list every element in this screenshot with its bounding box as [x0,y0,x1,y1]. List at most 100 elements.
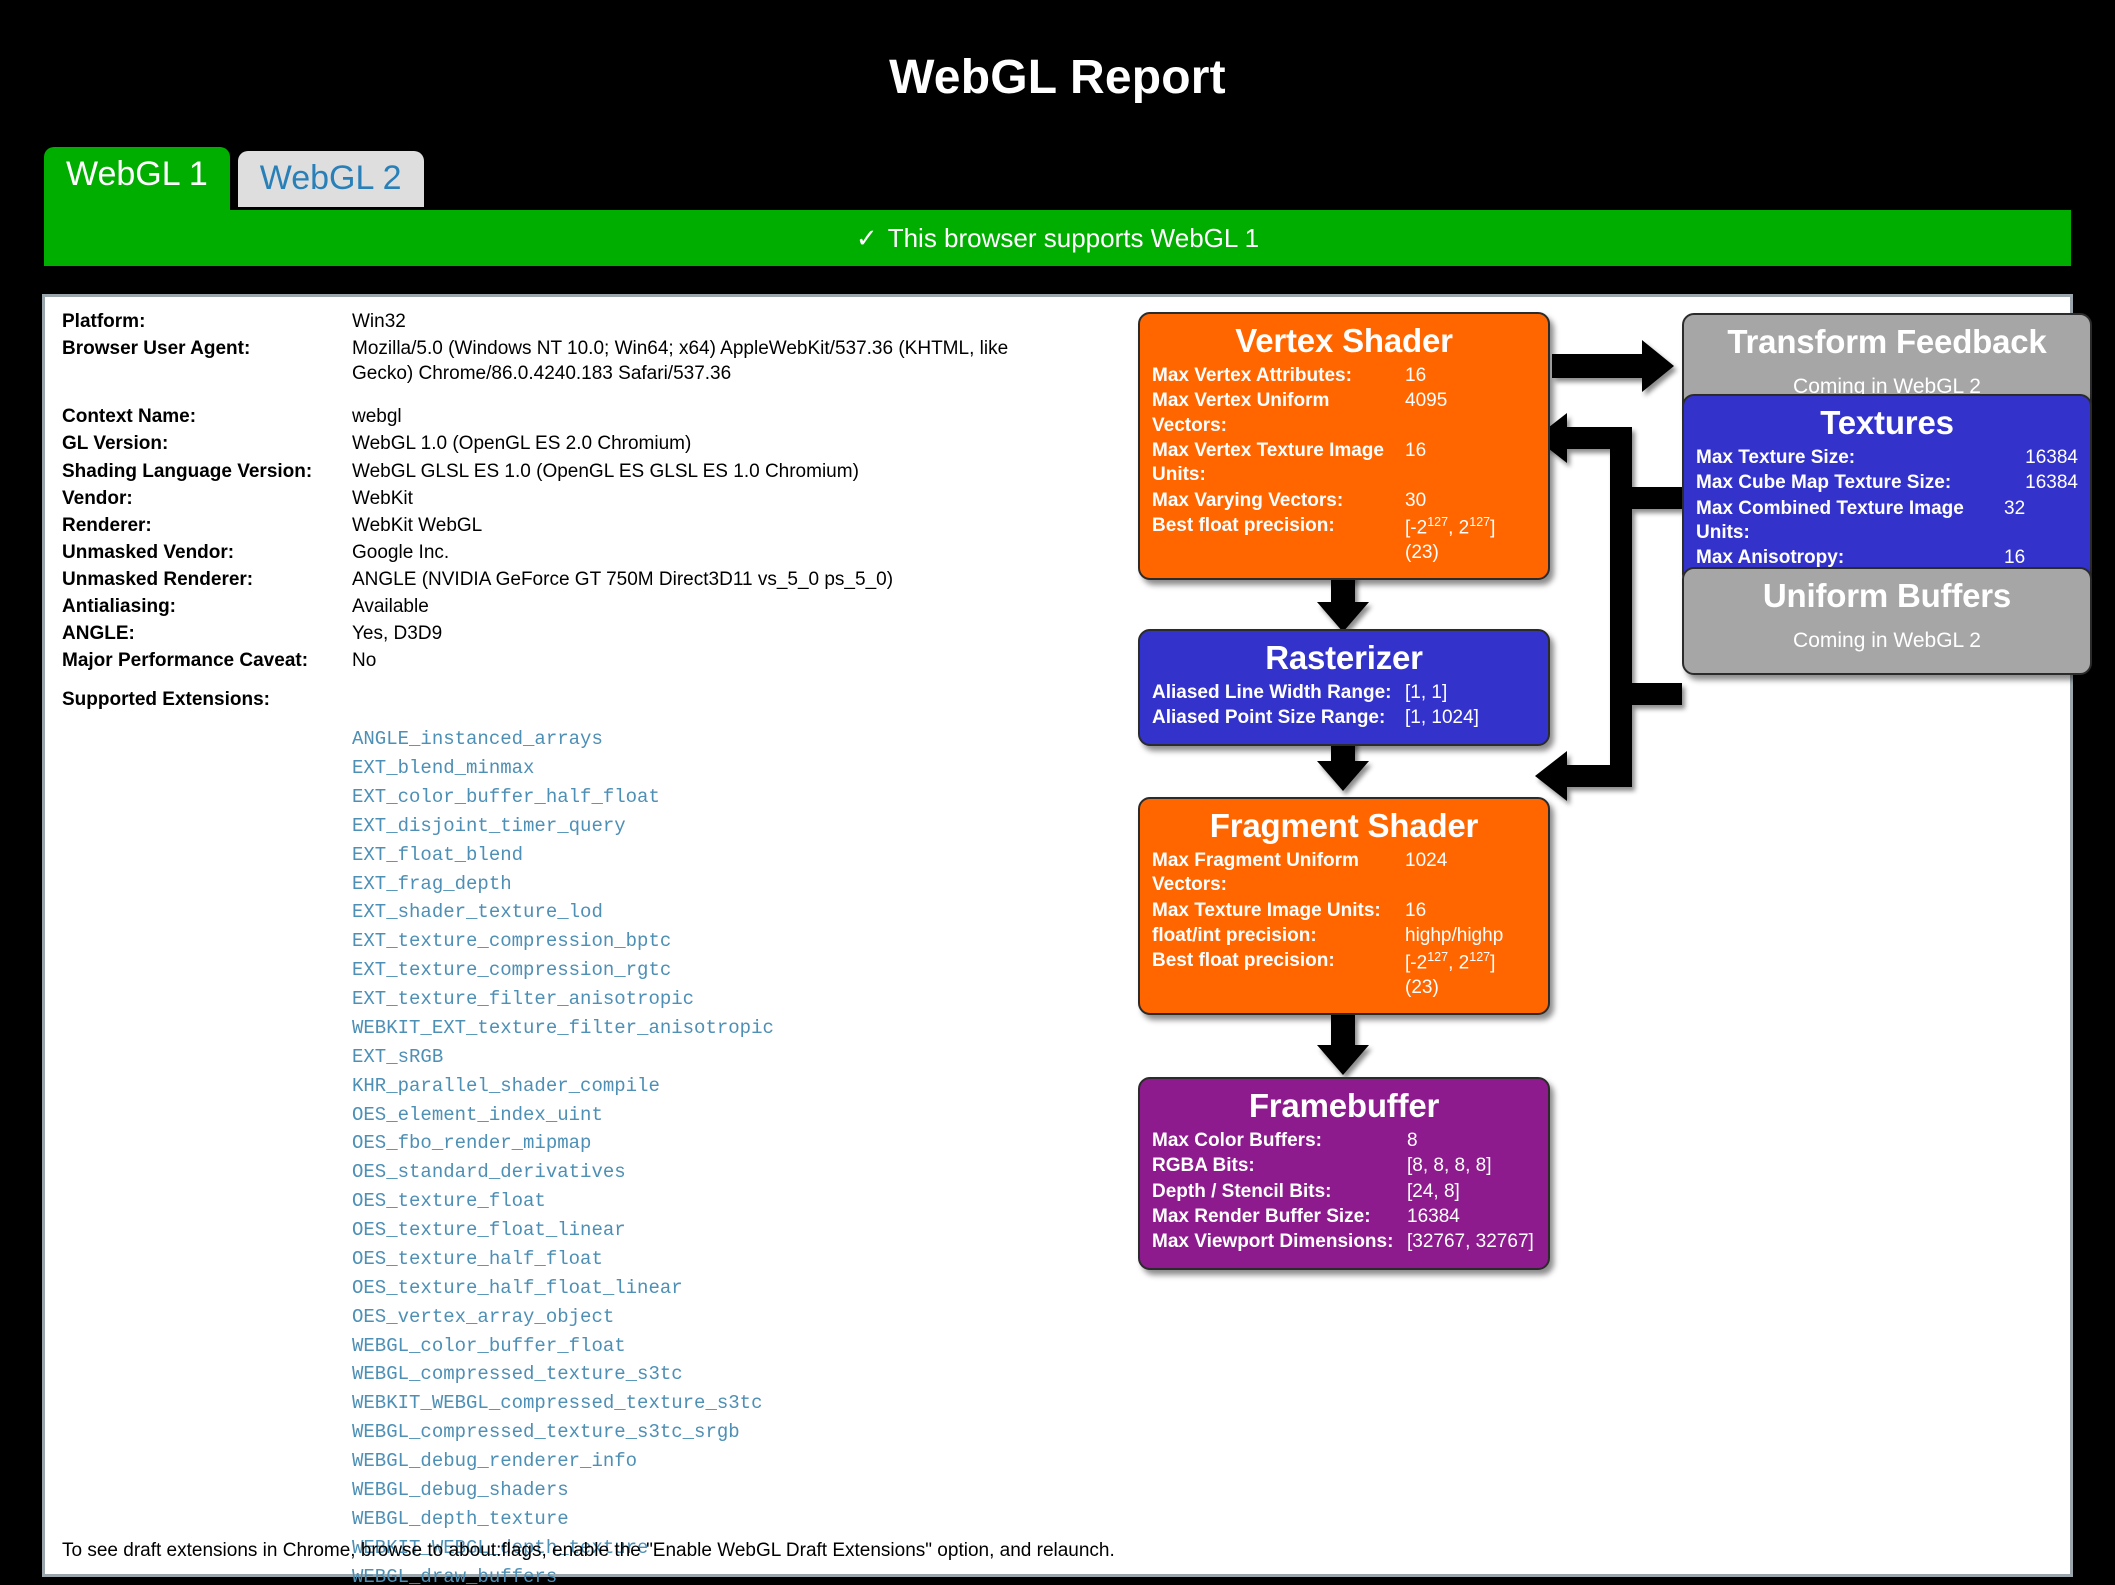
param-row: Max Anisotropy: 16 [1696,546,2078,570]
node-note: Coming in WebGL 2 [1793,629,1981,653]
arrow-fragment-to-framebuffer [1317,1015,1369,1076]
param-value: [-2127, 2127](23) [1405,950,1496,999]
extension-item: EXT_float_blend [352,843,524,866]
info-key: Shading Language Version: [62,460,313,482]
info-value: Yes, D3D9 [352,623,443,645]
param-value: [1, 1024] [1405,707,1479,729]
info-value: Available [352,595,429,617]
node-rasterizer: Rasterizer Aliased Line Width Range: [1,… [1138,629,1550,746]
param-row: Aliased Point Size Range: [1, 1024] [1152,706,1536,730]
extension-item: OES_texture_half_float_linear [352,1276,683,1299]
info-value: WebKit [352,487,413,509]
extension-item: WEBKIT_WEBGL_compressed_texture_s3tc [352,1392,763,1415]
support-banner: ✓ This browser supports WebGL 1 [44,210,2071,267]
extension-item: EXT_texture_filter_anisotropic [352,988,695,1011]
info-row: Antialiasing: Available [62,594,1062,619]
extension-item: EXT_texture_compression_bptc [352,930,672,953]
tab-webgl-2[interactable]: WebGL 2 [237,151,424,207]
param-value: 16 [1405,440,1427,462]
node-title: Framebuffer [1248,1087,1440,1125]
param-value: 16 [2004,547,2026,569]
param-key: Max Render Buffer Size: [1152,1206,1371,1228]
extension-item: OES_fbo_render_mipmap [352,1132,592,1155]
extension-item: EXT_texture_compression_rgtc [352,959,672,982]
extension-item: ANGLE_instanced_arrays [352,728,603,751]
param-row: float/int precision: highp/highp [1152,924,1536,948]
param-row: Aliased Line Width Range: [1, 1] [1152,681,1536,705]
info-row: Browser User Agent: Mozilla/5.0 (Windows… [62,336,1062,386]
param-value: highp/highp [1405,925,1504,947]
extension-item: OES_vertex_array_object [352,1305,615,1328]
extension-item: WEBGL_compressed_texture_s3tc_srgb [352,1421,740,1444]
tab-bar: WebGL 1 WebGL 2 [44,147,424,211]
info-key: GL Version: [62,433,169,455]
info-row: Unmasked Renderer: ANGLE (NVIDIA GeForce… [62,567,1062,592]
param-key: Best float precision: [1152,950,1335,972]
report-panel: Platform: Win32 Browser User Agent: Mozi… [42,294,2092,1585]
info-row: Shading Language Version: WebGL GLSL ES … [62,459,1062,484]
info-value: WebGL 1.0 (OpenGL ES 2.0 Chromium) [352,433,692,455]
webgl-report-page: WebGL Report WebGL 1 WebGL 2 ✓ This brow… [0,32,2115,1585]
extension-item: WEBGL_color_buffer_float [352,1334,626,1357]
param-row: Max Cube Map Texture Size: 16384 [1696,471,2078,495]
param-row: Max Vertex Texture Image Units: 16 [1152,439,1536,488]
param-key: Max Color Buffers: [1152,1130,1322,1152]
param-value: 16384 [2025,447,2078,469]
param-key: Max Combined Texture Image Units: [1696,497,1964,544]
info-row: GL Version: WebGL 1.0 (OpenGL ES 2.0 Chr… [62,431,1062,456]
param-row: Max Viewport Dimensions: [32767, 32767] [1152,1230,1536,1254]
param-key: Max Viewport Dimensions: [1152,1231,1394,1253]
info-row: Vendor: WebKit [62,486,1062,511]
info-value: WebKit WebGL [352,514,483,536]
param-row: Max Vertex Attributes: 16 [1152,364,1536,388]
arrowhead-to-vertex-shader [1535,413,1632,464]
param-row: RGBA Bits: [8, 8, 8, 8] [1152,1154,1536,1178]
param-value: [1, 1] [1405,682,1448,704]
arrow-rasterizer-to-fragment [1317,721,1369,792]
node-fragment-shader: Fragment Shader Max Fragment Uniform Vec… [1138,797,1550,1016]
info-row: Renderer: WebKit WebGL [62,513,1062,538]
draft-extensions-footnote: To see draft extensions in Chrome, brows… [62,1540,1115,1562]
param-key: Max Texture Size: [1696,447,1856,469]
param-value: 8 [1407,1130,1418,1152]
info-row: ANGLE: Yes, D3D9 [62,621,1062,646]
node-title: Transform Feedback [1727,323,2047,361]
param-row: Max Texture Image Units: 16 [1152,899,1536,923]
extension-item: EXT_sRGB [352,1045,444,1068]
param-row: Max Combined Texture Image Units: 32 [1696,497,2078,546]
node-framebuffer: Framebuffer Max Color Buffers: 8 RGBA Bi… [1138,1077,1550,1270]
info-value: No [352,650,377,672]
param-key: Max Vertex Uniform Vectors: [1152,390,1330,436]
extension-item: WEBKIT_WEBGL_depth_texture [352,1536,649,1559]
page-title: WebGL Report [889,51,1226,105]
extension-item: OES_texture_half_float [352,1247,603,1270]
extension-item: OES_texture_float_linear [352,1219,626,1242]
extension-item: WEBGL_compressed_texture_s3tc [352,1363,683,1386]
arrow-vertex-to-rasterizer [1317,552,1369,633]
param-row: Best float precision: [-2127, 2127](23) [1152,514,1536,565]
param-row: Best float precision: [-2127, 2127](23) [1152,949,1536,1000]
param-row: Max Vertex Uniform Vectors: 4095 [1152,389,1536,438]
param-key: Max Anisotropy: [1696,547,1845,569]
info-key: ANGLE: [62,623,135,645]
node-vertex-shader: Vertex Shader Max Vertex Attributes: 16 … [1138,312,1550,580]
info-key: Unmasked Renderer: [62,568,254,590]
param-key: Max Texture Image Units: [1152,899,1381,921]
extension-item: WEBGL_draw_buffers [352,1565,558,1585]
extension-item: EXT_disjoint_timer_query [352,814,626,837]
param-value: 16 [1405,365,1427,387]
extension-item: EXT_color_buffer_half_float [352,785,660,808]
tab-webgl-1[interactable]: WebGL 1 [44,147,230,211]
param-row: Max Fragment Uniform Vectors: 1024 [1152,849,1536,898]
param-key: Max Vertex Texture Image Units: [1152,440,1384,486]
param-key: Aliased Line Width Range: [1152,682,1392,704]
info-key: Renderer: [62,514,152,536]
param-value: [8, 8, 8, 8] [1407,1155,1492,1177]
info-key: Unmasked Vendor: [62,541,235,563]
extension-item: EXT_blend_minmax [352,757,535,780]
node-textures: Textures Max Texture Size: 16384 Max Cub… [1682,394,2092,586]
param-key: Depth / Stencil Bits: [1152,1180,1332,1202]
param-value: 16384 [1407,1206,1460,1228]
info-key: Antialiasing: [62,595,177,617]
extension-item: WEBGL_depth_texture [352,1507,569,1530]
